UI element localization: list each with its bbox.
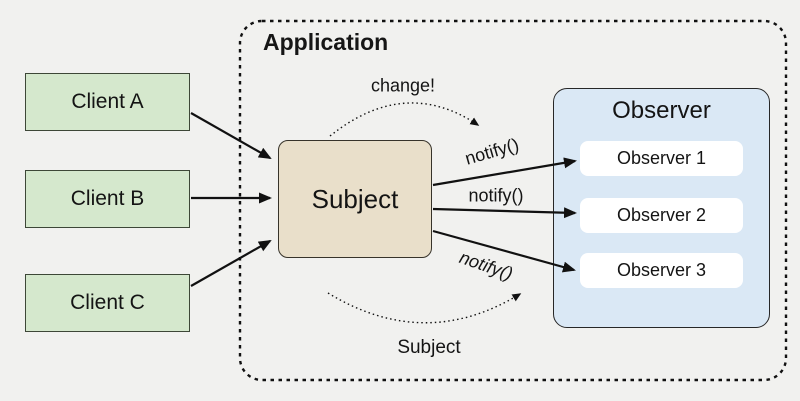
observer-item-3-label: Observer 3: [616, 260, 707, 280]
notify-annotation-1: notify(): [462, 134, 522, 169]
arrow-client-a-to-subject: [190, 112, 272, 159]
curve-subject-return-arrow: [327, 292, 522, 324]
subject-label: Subject: [311, 183, 399, 214]
notify-annotation-3: notify(): [456, 247, 516, 284]
observer-item-2-label: Observer 2: [616, 205, 707, 225]
observer-item-3: Observer 3: [580, 253, 743, 288]
notify-annotation-2: notify(): [468, 185, 524, 206]
observer-panel: Observer Observer 1 Observer 2 Observer …: [553, 88, 770, 328]
curve-change-arrow: [329, 102, 480, 137]
client-c-label: Client C: [70, 291, 145, 314]
observer-item-1: Observer 1: [580, 141, 743, 176]
client-b-box: Client B: [25, 170, 190, 228]
client-b-label: Client B: [70, 187, 145, 210]
client-c-box: Client C: [25, 274, 190, 332]
subject-flow-annotation: Subject: [397, 337, 461, 358]
arrow-client-c-to-subject: [190, 240, 272, 287]
client-a-label: Client A: [71, 90, 144, 113]
change-annotation: change!: [370, 75, 436, 96]
observer-item-2: Observer 2: [580, 198, 743, 233]
client-a-box: Client A: [25, 73, 190, 131]
observer-item-1-label: Observer 1: [616, 148, 707, 168]
subject-box: Subject: [278, 140, 432, 258]
observer-panel-title: Observer: [612, 97, 711, 124]
application-title: Application: [263, 29, 389, 55]
